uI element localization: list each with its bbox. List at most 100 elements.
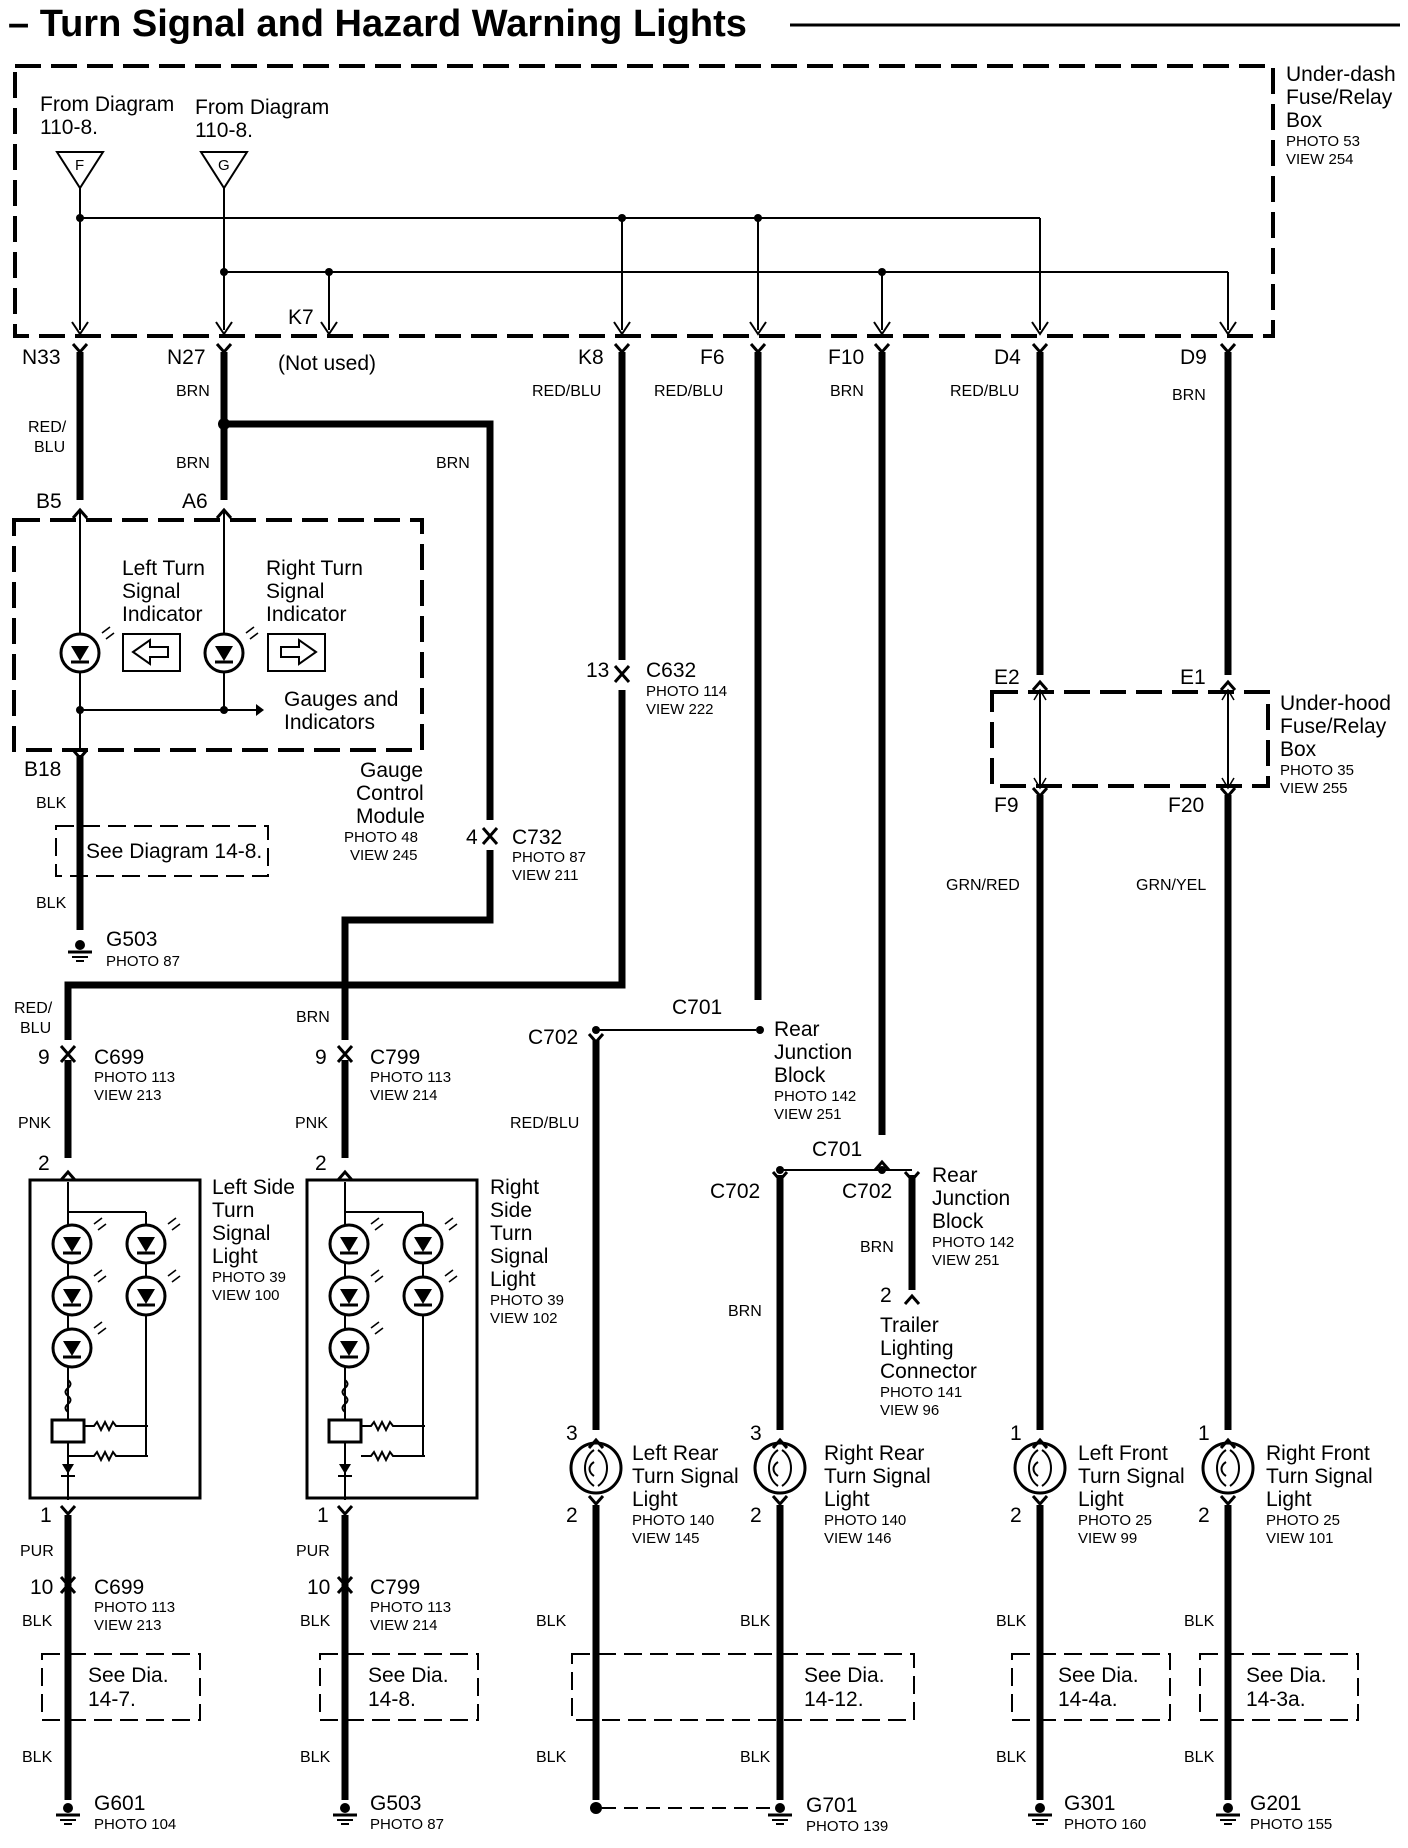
underdash-box-label: Under-dash Fuse/Relay Box PHOTO 53 VIEW … [1286, 63, 1396, 168]
svg-text:See Dia.: See Dia. [1058, 1664, 1139, 1687]
svg-text:PHOTO 25: PHOTO 25 [1078, 1512, 1152, 1529]
svg-text:Module: Module [356, 805, 425, 828]
svg-text:BLU: BLU [20, 1020, 51, 1037]
svg-text:14-3a.: 14-3a. [1246, 1688, 1306, 1711]
underdash-terminals: N33 N27 K7 (Not used) K8 F6 F10 D4 D9 [22, 306, 1207, 375]
svg-text:BRN: BRN [728, 1303, 762, 1320]
svg-text:RED/BLU: RED/BLU [510, 1115, 579, 1132]
svg-text:110-8.: 110-8. [40, 116, 98, 139]
svg-text:C632: C632 [646, 659, 696, 682]
see-dia-14-4a-box: See Dia. 14-4a. [1011, 1653, 1171, 1721]
svg-text:PHOTO 155: PHOTO 155 [1250, 1816, 1332, 1833]
left-side-turn-signal-light: 2 1 Left Side Turn Signal Light PHOTO 39… [28, 1152, 295, 1527]
svg-text:Gauge: Gauge [360, 759, 423, 782]
svg-text:Junction: Junction [774, 1041, 852, 1064]
svg-text:N27: N27 [167, 346, 206, 369]
underdash-box [13, 64, 1275, 338]
page-title: – Turn Signal and Hazard Warning Lights [8, 3, 747, 45]
svg-text:PHOTO 160: PHOTO 160 [1064, 1816, 1146, 1833]
svg-text:GRN/YEL: GRN/YEL [1136, 877, 1206, 894]
svg-text:G503: G503 [370, 1792, 421, 1815]
svg-text:3: 3 [750, 1422, 762, 1445]
svg-text:C799: C799 [370, 1046, 420, 1069]
svg-text:BLK: BLK [1184, 1613, 1215, 1630]
svg-text:PUR: PUR [296, 1543, 330, 1560]
svg-text:VIEW 100: VIEW 100 [212, 1287, 280, 1304]
svg-text:VIEW 145: VIEW 145 [632, 1530, 700, 1547]
svg-text:1: 1 [1010, 1422, 1022, 1445]
underdash-connector-marks [71, 342, 1237, 354]
svg-text:Turn Signal: Turn Signal [824, 1465, 931, 1488]
from-diagram-g: From Diagram 110-8. G [195, 96, 329, 190]
svg-text:RED/: RED/ [14, 1000, 53, 1017]
svg-text:G: G [218, 157, 230, 174]
svg-text:PHOTO 39: PHOTO 39 [490, 1292, 564, 1309]
svg-text:Junction: Junction [932, 1187, 1010, 1210]
svg-text:BLK: BLK [22, 1749, 53, 1766]
svg-text:See Dia.: See Dia. [368, 1664, 449, 1687]
svg-text:9: 9 [315, 1046, 327, 1069]
svg-text:BRN: BRN [860, 1239, 894, 1256]
svg-text:PHOTO 53: PHOTO 53 [1286, 133, 1360, 150]
underdash-internal-wiring [71, 188, 1237, 336]
svg-text:Box: Box [1280, 738, 1317, 761]
connector-c732: 4 C732 PHOTO 87 VIEW 211 [466, 826, 586, 884]
svg-text:D9: D9 [1180, 346, 1207, 369]
svg-text:PHOTO 140: PHOTO 140 [632, 1512, 714, 1529]
svg-text:PHOTO 113: PHOTO 113 [94, 1069, 175, 1086]
svg-text:1: 1 [317, 1504, 329, 1527]
connector-c699-top: 9 C699 PHOTO 113 VIEW 213 [38, 1044, 175, 1104]
svg-text:Block: Block [932, 1210, 984, 1233]
see-dia-14-12-box: See Dia. 14-12. [571, 1653, 915, 1721]
svg-text:PHOTO 141: PHOTO 141 [880, 1384, 962, 1401]
svg-text:Indicator: Indicator [266, 603, 347, 626]
svg-text:Light: Light [824, 1488, 870, 1511]
svg-text:C699: C699 [94, 1576, 144, 1599]
svg-text:BLK: BLK [22, 1613, 53, 1630]
svg-text:See Dia.: See Dia. [88, 1664, 169, 1687]
svg-text:VIEW 245: VIEW 245 [350, 847, 418, 864]
see-dia-14-3a-box: See Dia. 14-3a. [1199, 1653, 1359, 1721]
svg-text:2: 2 [1198, 1504, 1210, 1527]
svg-text:BLK: BLK [300, 1749, 331, 1766]
svg-text:Block: Block [774, 1064, 826, 1087]
svg-text:13: 13 [586, 659, 609, 682]
svg-text:Side: Side [490, 1199, 532, 1222]
svg-text:PHOTO 113: PHOTO 113 [94, 1599, 175, 1616]
svg-text:2: 2 [880, 1284, 892, 1307]
svg-text:PHOTO 87: PHOTO 87 [106, 953, 180, 970]
svg-text:PHOTO 142: PHOTO 142 [774, 1088, 856, 1105]
svg-text:VIEW 214: VIEW 214 [370, 1617, 438, 1634]
connector-c632: 13 C632 PHOTO 114 VIEW 222 [586, 659, 727, 718]
ground-g601: G601 PHOTO 104 [54, 1792, 176, 1833]
svg-text:A6: A6 [182, 490, 208, 513]
svg-text:G701: G701 [806, 1794, 857, 1817]
svg-text:4: 4 [466, 826, 478, 849]
ground-g301: G301 PHOTO 160 [1026, 1792, 1146, 1833]
svg-text:PHOTO 25: PHOTO 25 [1266, 1512, 1340, 1529]
svg-text:Rear: Rear [774, 1018, 820, 1041]
svg-text:Rear: Rear [932, 1164, 978, 1187]
svg-text:From Diagram: From Diagram [40, 93, 174, 116]
svg-text:BRN: BRN [296, 1009, 330, 1026]
svg-text:Left Side: Left Side [212, 1176, 295, 1199]
gauge-control-module: B5 A6 B18 Left Turn Signal Indicator Rig… [12, 490, 425, 864]
svg-text:PNK: PNK [18, 1115, 51, 1132]
svg-text:BLK: BLK [996, 1613, 1027, 1630]
svg-text:3: 3 [566, 1422, 578, 1445]
right-front-turn-signal-light: 1 2 Right Front Turn Signal Light PHOTO … [1198, 1422, 1373, 1547]
svg-text:14-8.: 14-8. [368, 1688, 416, 1711]
svg-text:F6: F6 [700, 346, 725, 369]
connector-c699-bottom: 10 C699 PHOTO 113 VIEW 213 [30, 1575, 175, 1634]
wire-color-labels: RED/ BLU BRN BRN BRN RED/BLU RED/BLU BRN… [14, 383, 1215, 1766]
ground-g201: G201 PHOTO 155 [1214, 1792, 1332, 1833]
svg-text:BRN: BRN [830, 383, 864, 400]
svg-text:See Dia.: See Dia. [1246, 1664, 1327, 1687]
svg-text:G301: G301 [1064, 1792, 1115, 1815]
svg-text:Control: Control [356, 782, 424, 805]
svg-text:Right Rear: Right Rear [824, 1442, 924, 1465]
svg-text:14-12.: 14-12. [804, 1688, 864, 1711]
svg-text:G201: G201 [1250, 1792, 1301, 1815]
svg-text:BLK: BLK [36, 795, 67, 812]
